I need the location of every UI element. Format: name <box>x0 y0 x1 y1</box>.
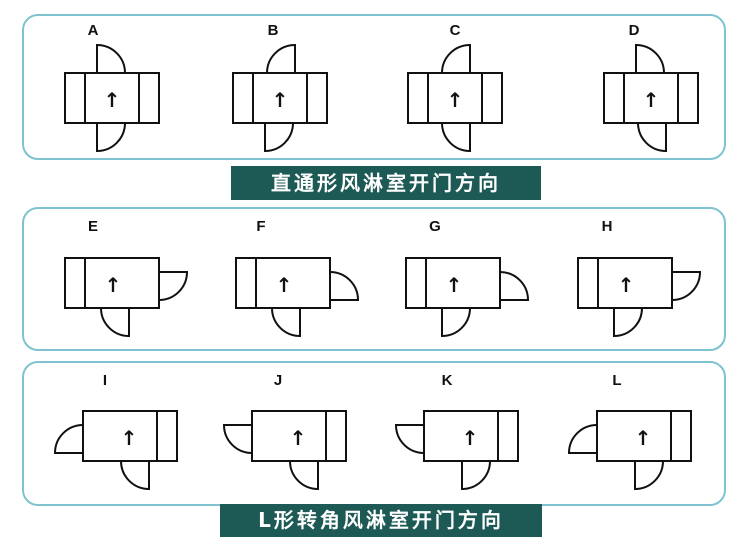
direction-arrow-icon: ↑ <box>121 426 138 450</box>
bottom-door-swing <box>461 460 491 491</box>
straight-type-banner: 直通形风淋室开门方向 <box>231 166 541 200</box>
chamber-outline <box>232 72 328 124</box>
chamber-outline <box>64 72 160 124</box>
chamber-outline <box>235 257 331 309</box>
direction-arrow-icon: ↑ <box>290 426 307 450</box>
chamber-outline <box>405 257 501 309</box>
direction-arrow-icon: ↑ <box>276 273 293 297</box>
bottom-door-swing <box>264 122 294 153</box>
diagram-g: ↑ <box>405 257 530 338</box>
side-door-swing <box>567 424 598 454</box>
diagram-label-l: L <box>612 372 622 389</box>
side-door-swing <box>222 424 253 454</box>
diagram-d: ↑ <box>603 43 699 153</box>
bottom-door-swing <box>289 460 319 491</box>
chamber-outline <box>423 410 519 462</box>
direction-arrow-icon: ↑ <box>635 426 652 450</box>
diagram-label-j: J <box>273 372 283 389</box>
direction-arrow-icon: ↑ <box>105 273 122 297</box>
direction-arrow-icon: ↑ <box>446 273 463 297</box>
direction-arrow-icon: ↑ <box>643 88 660 112</box>
chamber-outline <box>64 257 160 309</box>
l-type-right-panel <box>22 207 726 351</box>
diagram-k: ↑ <box>394 410 519 491</box>
bottom-door-swing <box>441 122 471 153</box>
chamber-outline <box>596 410 692 462</box>
bottom-door-swing <box>634 460 664 491</box>
diagram-label-f: F <box>256 218 266 235</box>
side-door-swing <box>329 271 360 301</box>
chamber-outline <box>407 72 503 124</box>
top-door-swing <box>266 43 296 74</box>
top-door-swing <box>441 43 471 74</box>
diagram-e: ↑ <box>64 257 189 338</box>
diagram-label-e: E <box>87 218 98 235</box>
side-door-swing <box>499 271 530 301</box>
diagram-b: ↑ <box>232 43 328 153</box>
side-door-swing <box>53 424 84 454</box>
chamber-outline <box>251 410 347 462</box>
direction-arrow-icon: ↑ <box>104 88 121 112</box>
bottom-door-swing <box>441 307 471 338</box>
bottom-door-swing <box>271 307 301 338</box>
side-door-swing <box>394 424 425 454</box>
bottom-door-swing <box>96 122 126 153</box>
direction-arrow-icon: ↑ <box>462 426 479 450</box>
diagram-label-h: H <box>601 218 613 235</box>
side-door-swing <box>671 271 702 301</box>
diagram-label-a: A <box>87 22 99 39</box>
bottom-door-swing <box>637 122 667 153</box>
diagram-j: ↑ <box>222 410 347 491</box>
l-type-banner: L形转角风淋室开门方向 <box>220 504 542 537</box>
diagram-h: ↑ <box>577 257 702 338</box>
diagram-label-c: C <box>449 22 461 39</box>
chamber-outline <box>82 410 178 462</box>
bottom-door-swing <box>120 460 150 491</box>
top-door-swing <box>635 43 665 74</box>
diagram-label-g: G <box>429 218 441 235</box>
diagram-label-i: I <box>102 372 108 389</box>
chamber-outline <box>603 72 699 124</box>
direction-arrow-icon: ↑ <box>272 88 289 112</box>
direction-arrow-icon: ↑ <box>447 88 464 112</box>
bottom-door-swing <box>100 307 130 338</box>
diagram-label-d: D <box>628 22 640 39</box>
top-door-swing <box>96 43 126 74</box>
direction-arrow-icon: ↑ <box>618 273 635 297</box>
chamber-outline <box>577 257 673 309</box>
diagram-a: ↑ <box>64 43 160 153</box>
diagram-label-b: B <box>267 22 279 39</box>
diagram-c: ↑ <box>407 43 503 153</box>
side-door-swing <box>158 271 189 301</box>
diagram-l: ↑ <box>567 410 692 491</box>
bottom-door-swing <box>613 307 643 338</box>
diagram-f: ↑ <box>235 257 360 338</box>
diagram-i: ↑ <box>53 410 178 491</box>
diagram-label-k: K <box>441 372 453 389</box>
